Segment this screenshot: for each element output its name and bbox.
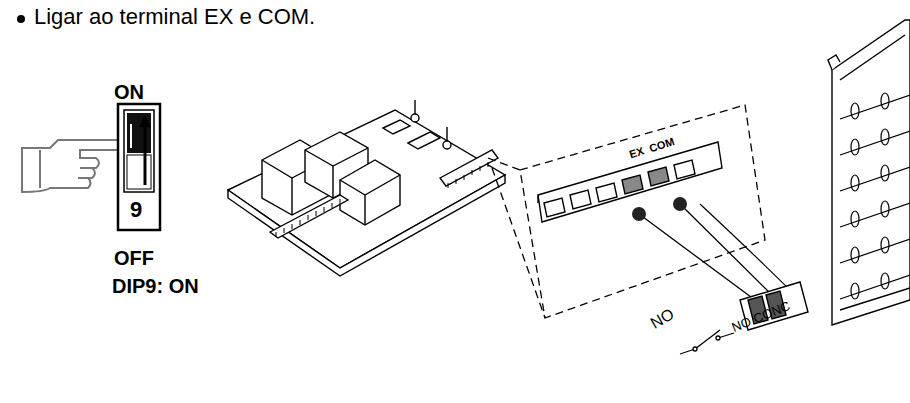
wires (632, 197, 800, 300)
switch-state-label: ON (114, 82, 144, 102)
dip-switch (118, 104, 160, 230)
zoom-callout (488, 105, 765, 318)
bullet (17, 15, 25, 23)
gate-bars (840, 93, 910, 299)
control-board (228, 100, 505, 276)
hand-pointer (22, 140, 122, 192)
terminal-name: EX (628, 145, 645, 160)
terminal-pins (276, 162, 488, 237)
instruction-text: Ligar ao terminal EX e COM. (34, 6, 315, 28)
switch-state-label: OFF (114, 248, 154, 268)
switch-symbol (680, 330, 734, 354)
contact-type: NO (648, 306, 677, 332)
terminal-name: COM (648, 136, 676, 154)
dip-number: 9 (130, 199, 142, 221)
gate (828, 20, 910, 325)
terminal-block (538, 142, 722, 222)
dip-caption: DIP9: ON (112, 276, 199, 296)
